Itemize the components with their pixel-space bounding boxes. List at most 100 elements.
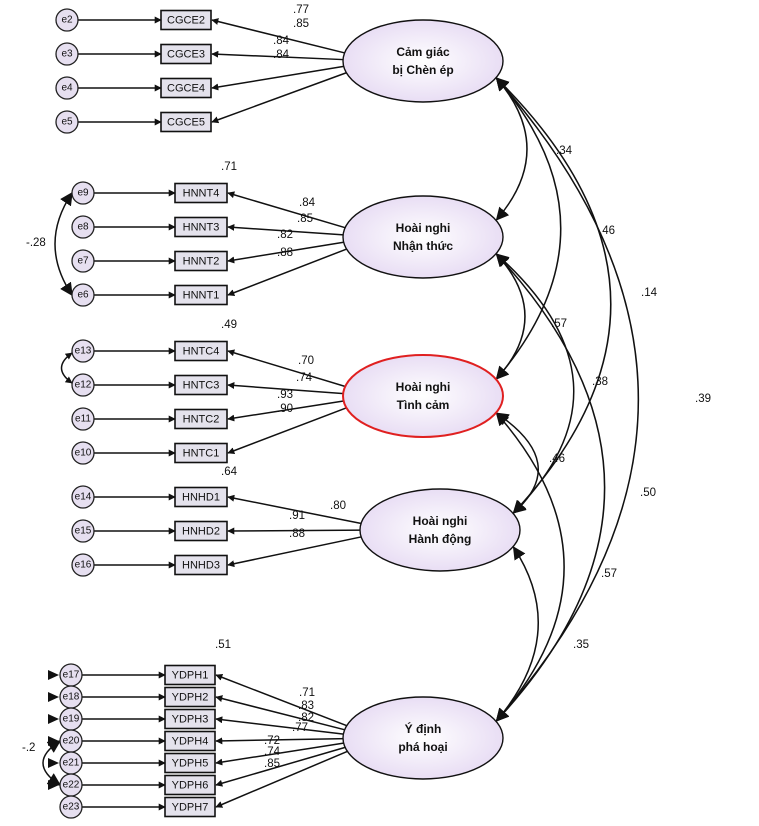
error-circle (71, 283, 95, 307)
error-circle (55, 110, 79, 134)
error-label: e13 (75, 346, 92, 357)
indicator: CGCE4 (160, 77, 212, 99)
loading-value: .90 (277, 403, 293, 415)
loading-value: .74 (296, 372, 313, 384)
loading-value: .70 (298, 355, 314, 367)
error-term: e21 (59, 751, 83, 775)
loading-value: .84 (273, 49, 290, 61)
error-label: e5 (61, 117, 73, 128)
correlation-arc (495, 412, 565, 722)
error-circle (71, 407, 95, 431)
error-label: e18 (63, 692, 80, 703)
error-term: e17 (59, 663, 83, 687)
indicator-box (174, 250, 228, 272)
error-label: e12 (75, 380, 92, 391)
indicator: YDPH6 (164, 774, 216, 796)
error-label: e4 (61, 83, 73, 94)
loading-path-YDPH4 (215, 737, 346, 745)
indicator-label: CGCE3 (167, 49, 205, 61)
error-circle (55, 42, 79, 66)
indicator: YDPH4 (164, 730, 216, 752)
error-term: e7 (71, 249, 95, 273)
indicator-box (160, 111, 212, 133)
error-circle (71, 553, 95, 577)
error-paths (78, 16, 176, 811)
correlation-arc (495, 77, 612, 514)
loading-value: .85 (293, 18, 309, 30)
loading-path-HNNT4 (227, 191, 348, 230)
error-covariance-arc (42, 740, 62, 786)
loading-value: .77 (293, 4, 309, 16)
correlation-arc (495, 77, 528, 221)
indicator: YDPH5 (164, 752, 216, 774)
squared-multiple-correlation: .49 (221, 319, 237, 331)
error-term: e5 (55, 110, 79, 134)
indicator-box (174, 216, 228, 238)
loading-value: .84 (273, 35, 290, 47)
error-label: e16 (75, 560, 92, 571)
indicator: YDPH7 (164, 796, 216, 818)
covariance-arrowhead (48, 670, 59, 680)
covariance-arrowhead (48, 736, 59, 746)
loading-path-HNTC1 (227, 406, 349, 455)
correlation-arc (495, 253, 606, 722)
indicator-box (174, 408, 228, 430)
covariance-arrowhead (48, 714, 59, 724)
error-label: e10 (75, 448, 92, 459)
indicator-label: HNTC2 (183, 414, 220, 426)
indicator-box (164, 664, 216, 686)
error-term: e10 (71, 441, 95, 465)
indicator-label: YDPH2 (172, 692, 209, 704)
indicator-label: HNHD2 (182, 526, 220, 538)
indicator-box (174, 520, 228, 542)
error-covariance-arc-small (60, 352, 73, 384)
indicator-box (174, 374, 228, 396)
indicator: HNTC4 (174, 340, 228, 362)
latent-label-line2: Tình cảm (397, 398, 450, 412)
indicator: CGCE2 (160, 9, 212, 31)
indicator-box (164, 752, 216, 774)
error-label: e19 (63, 714, 80, 725)
indicator-box (164, 730, 216, 752)
error-label: e2 (61, 15, 73, 26)
correlation-arc (495, 546, 539, 722)
error-label: e14 (75, 492, 92, 503)
loading-value: .77 (292, 722, 308, 734)
correlation-value: .46 (599, 225, 615, 237)
loading-path-CGCE3 (211, 50, 346, 61)
error-term: e20 (59, 729, 83, 753)
latent-correlations (495, 77, 639, 722)
loading-path-CGCE5 (211, 71, 349, 124)
indicator: HNNT1 (174, 284, 228, 306)
indicator-box (160, 43, 212, 65)
indicator-label: YDPH3 (172, 714, 209, 726)
loading-path-HNNT1 (227, 247, 349, 296)
indicator-label: YDPH6 (172, 780, 209, 792)
error-circle (55, 76, 79, 100)
correlation-value: .39 (695, 393, 711, 405)
indicator: HNHD2 (174, 520, 228, 542)
latent-ellipse (342, 696, 504, 780)
indicator: YDPH1 (164, 664, 216, 686)
loading-path-YDPH3 (215, 716, 346, 736)
indicator-label: CGCE2 (167, 15, 205, 27)
correlation-arc (495, 77, 639, 722)
error-label: e9 (77, 188, 89, 199)
error-covariance-arc (54, 191, 73, 297)
correlation-arc (495, 412, 539, 514)
indicator-box (174, 442, 228, 464)
indicator-label: CGCE4 (167, 83, 205, 95)
indicator-box (164, 686, 216, 708)
indicator-box (164, 796, 216, 818)
error-label: e15 (75, 526, 92, 537)
error-circle (71, 519, 95, 543)
loading-path-HNTC2 (227, 399, 347, 422)
covariance-arrowhead (48, 758, 59, 768)
latent-ellipse (342, 354, 504, 438)
error-label: e7 (77, 256, 89, 267)
latent-label-line1: Cảm giác (396, 45, 450, 59)
error-circle (71, 339, 95, 363)
loading-path-YDPH1 (215, 674, 350, 728)
